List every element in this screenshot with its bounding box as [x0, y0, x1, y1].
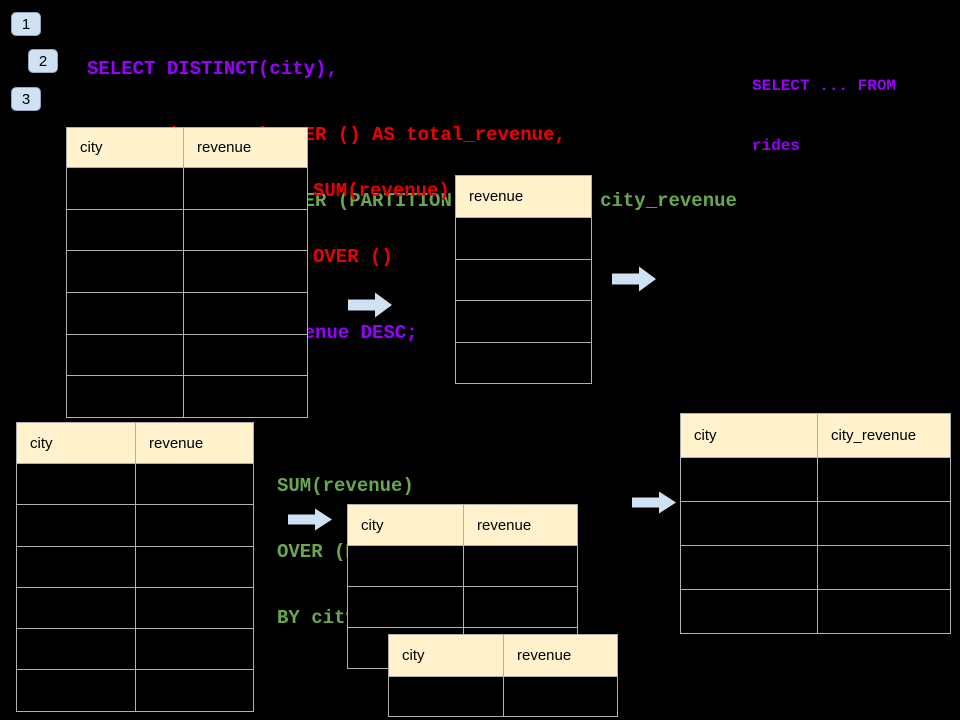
table-row	[680, 457, 951, 502]
table-row	[66, 292, 308, 335]
table-cell	[455, 258, 592, 301]
partitioned-overlay-table: city revenue	[388, 634, 618, 717]
table-cell	[183, 292, 308, 335]
flow-arrow-after-total-icon	[612, 266, 656, 292]
total-revenue-annotation: SUM(revenue) OVER ()	[313, 136, 450, 290]
table-cell	[503, 676, 618, 717]
source-table-top: city revenue	[66, 127, 308, 419]
table-cell	[347, 545, 464, 587]
column-header-city: city	[66, 127, 184, 168]
from-rides-annotation: SELECT ... FROM rides	[752, 36, 896, 176]
total-revenue-line-1: SUM(revenue)	[313, 180, 450, 202]
flow-arrow-total-icon	[348, 292, 392, 318]
table-cell	[817, 589, 951, 634]
table-row	[66, 208, 308, 252]
table-cell	[16, 504, 136, 547]
table-cell	[135, 504, 254, 547]
table-row	[66, 333, 308, 377]
column-header-city: city	[16, 422, 136, 464]
table-cell	[817, 457, 951, 502]
table-row	[16, 462, 254, 506]
table-row	[455, 258, 592, 301]
table-cell	[463, 545, 578, 587]
table-cell	[680, 501, 818, 546]
table-row	[455, 217, 592, 260]
table-cell	[347, 586, 464, 628]
from-rides-line-1: SELECT ... FROM	[752, 77, 897, 95]
from-rides-line-2: rides	[752, 137, 801, 155]
column-header-city: city	[388, 634, 504, 677]
table-row	[680, 501, 951, 546]
table-cell	[66, 375, 184, 419]
table-row	[455, 341, 592, 384]
column-header-revenue: revenue	[503, 634, 618, 677]
table-cell	[66, 292, 184, 335]
total-revenue-line-2: OVER ()	[313, 246, 393, 268]
table-cell	[135, 586, 254, 630]
table-cell	[455, 341, 592, 384]
table-cell	[183, 167, 308, 210]
table-row	[16, 504, 254, 547]
table-row	[16, 545, 254, 588]
table-row	[680, 589, 951, 634]
table-cell	[16, 628, 136, 671]
table-cell	[183, 333, 308, 377]
table-cell	[16, 545, 136, 588]
column-header-revenue: revenue	[183, 127, 308, 168]
table-cell	[817, 501, 951, 546]
table-row	[388, 676, 618, 717]
total-revenue-table: revenue	[455, 175, 592, 384]
sql-line-select: SELECT DISTINCT(city),	[87, 58, 338, 80]
step-badge-1: 1	[11, 12, 41, 36]
table-row	[347, 545, 578, 587]
table-cell	[16, 586, 136, 630]
step-badge-2: 2	[28, 49, 58, 73]
table-cell	[680, 589, 818, 634]
table-row	[16, 628, 254, 671]
step-badge-3-label: 3	[21, 90, 31, 108]
column-header-revenue: revenue	[463, 504, 578, 546]
flow-arrow-result-icon	[632, 491, 676, 514]
table-cell	[183, 250, 308, 294]
table-row	[66, 167, 308, 210]
column-header-revenue: revenue	[455, 175, 592, 218]
table-row	[16, 586, 254, 630]
table-cell	[183, 208, 308, 252]
column-header-city: city	[680, 413, 818, 458]
table-cell	[135, 628, 254, 671]
table-cell	[66, 250, 184, 294]
table-cell	[183, 375, 308, 419]
column-header-city-revenue: city_revenue	[817, 413, 951, 458]
table-cell	[455, 217, 592, 260]
table-row	[455, 300, 592, 343]
step-badge-3: 3	[11, 87, 41, 111]
table-row	[347, 586, 578, 628]
column-header-revenue: revenue	[135, 422, 254, 464]
table-row	[16, 669, 254, 712]
table-cell	[463, 586, 578, 628]
table-cell	[455, 300, 592, 343]
result-table: city city_revenue	[680, 413, 951, 634]
table-cell	[66, 333, 184, 377]
table-cell	[16, 462, 136, 506]
table-cell	[680, 545, 818, 590]
table-row	[66, 250, 308, 294]
table-cell	[135, 545, 254, 588]
table-cell	[16, 669, 136, 712]
flow-arrow-partition-icon	[288, 508, 332, 531]
source-table-bottom: city revenue	[16, 422, 254, 712]
column-header-city: city	[347, 504, 464, 546]
table-cell	[135, 462, 254, 506]
table-cell	[388, 676, 504, 717]
table-row	[680, 545, 951, 590]
table-cell	[66, 167, 184, 210]
step-badge-1-label: 1	[21, 15, 31, 33]
table-cell	[135, 669, 254, 712]
table-cell	[66, 208, 184, 252]
step-badge-2-label: 2	[38, 52, 48, 70]
partition-line-1: SUM(revenue)	[277, 475, 414, 497]
table-row	[66, 375, 308, 419]
table-cell	[680, 457, 818, 502]
table-cell	[817, 545, 951, 590]
